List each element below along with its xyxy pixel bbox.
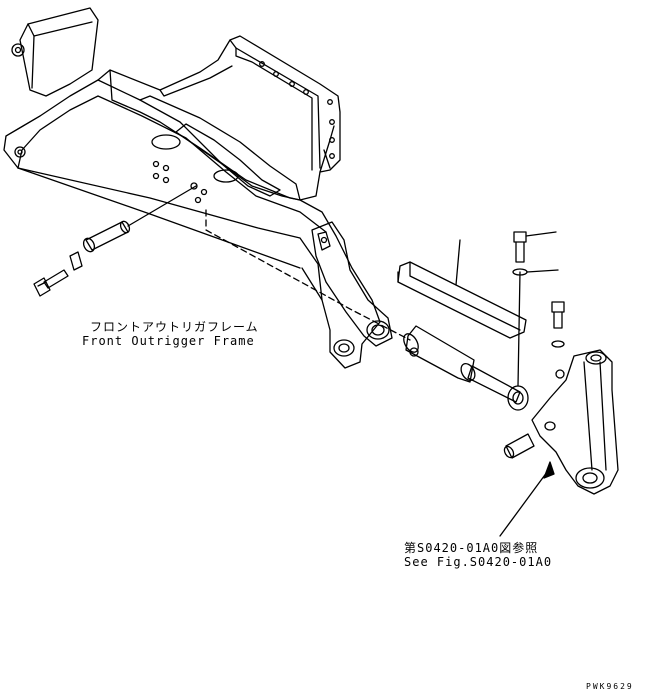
small-hardware — [513, 232, 564, 347]
hydraulic-cylinder — [401, 326, 528, 410]
cylinder-cover — [398, 240, 526, 386]
pin-body — [86, 222, 128, 250]
pin-and-bolt-left — [34, 186, 196, 296]
cylinder-barrel — [406, 326, 474, 382]
frame-label-en: Front Outrigger Frame — [82, 334, 255, 348]
reference-leader — [500, 468, 550, 536]
frame-label-jp: フロントアウトリガフレーム — [90, 320, 259, 334]
bolt-lower — [552, 302, 564, 312]
retainer-plate — [70, 252, 82, 270]
cylinder-rod — [468, 366, 520, 402]
bolt-head — [34, 278, 50, 296]
frame-top-pad — [20, 8, 98, 96]
outrigger-link — [500, 350, 618, 536]
frame-main-beam — [4, 80, 380, 368]
reference-label-jp: 第S0420-01A0図参照 — [404, 541, 539, 555]
frame-upper-housing — [98, 36, 340, 200]
link-pin — [506, 434, 534, 458]
frame-cylinder-bracket — [312, 222, 392, 346]
reference-label-en: See Fig.S0420-01A0 — [404, 555, 553, 569]
reference-arrow-head — [544, 462, 554, 478]
bolt-upper — [514, 232, 526, 242]
front-outrigger-frame — [4, 8, 392, 368]
drawing-code: PWK9629 — [586, 682, 634, 691]
assembly-centerline — [206, 210, 410, 340]
washer-lower — [552, 341, 564, 347]
bolt-shank — [44, 270, 68, 288]
